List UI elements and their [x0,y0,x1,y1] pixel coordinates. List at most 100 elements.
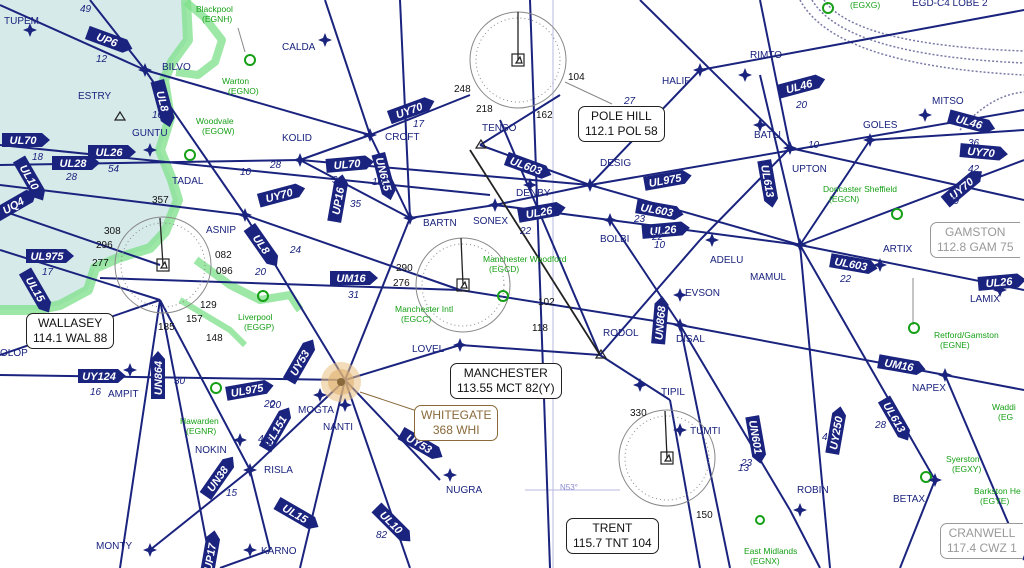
airway-ul975[interactable]: UL975 [225,379,275,401]
airway-uy70[interactable]: UY70 [256,182,307,208]
airway-un601[interactable]: UN601 [745,415,767,465]
aerodrome-name[interactable]: Syerston [946,454,980,464]
segment-distance: 20 [269,400,282,411]
waypoint-lamix[interactable]: LAMIX [970,294,1000,305]
waypoint-rodol[interactable]: RODOL [603,328,639,339]
waypoint-mitso[interactable]: MITSO [932,96,964,107]
aerodrome-name[interactable]: Waddi [992,402,1016,412]
waypoint-mamul[interactable]: MAMUL [750,272,787,283]
airway-ul8[interactable]: UL8 [150,78,177,129]
aerodrome-name[interactable]: Woodvale [196,116,234,126]
airway-ul26[interactable]: UL26 [977,273,1024,291]
airway-um16[interactable]: UM16 [330,271,378,285]
airway-ul603[interactable]: UL603 [503,151,554,182]
airway-uy124[interactable]: UY124 [78,369,126,383]
navaid-box-trent[interactable]: TRENT 115.7 TNT 104 [566,518,659,554]
airway-un868[interactable]: UN868 [651,295,669,345]
waypoint-evson[interactable]: EVSON [685,288,720,299]
aerodrome-name[interactable]: East Midlands [744,546,797,556]
airway-ul26[interactable]: UL26 [88,145,136,159]
navaid-box-cranwell[interactable]: CRANWELL 117.4 CWZ 1 [940,523,1023,559]
waypoint-sonex[interactable]: SONEX [473,216,508,227]
airway-ul46[interactable]: UL46 [776,73,827,99]
waypoint-nanti[interactable]: NANTI [323,422,353,433]
waypoint-robin[interactable]: ROBIN [797,485,829,496]
waypoint-olop[interactable]: OLOP [0,348,28,359]
navaid-box-gamston[interactable]: GAMSTON 112.8 GAM 75 [930,222,1020,258]
waypoint-ampit[interactable]: AMPIT [108,389,139,400]
airway-ul603[interactable]: UL603 [635,199,685,221]
aerodrome-name[interactable]: Barkston He [974,486,1021,496]
waypoint-calda[interactable]: CALDA [282,42,316,53]
waypoint-nugra[interactable]: NUGRA [446,485,482,496]
waypoint-risla[interactable]: RISLA [264,465,293,476]
waypoint-star-icon [928,473,942,487]
waypoint-monty[interactable]: MONTY [96,541,132,552]
airway-ul26[interactable]: UL26 [641,221,690,239]
waypoint-estry[interactable]: ESTRY [78,91,111,102]
waypoint-star-icon [918,108,932,122]
waypoint-upton[interactable]: UPTON [792,164,827,175]
aerodrome-name[interactable]: Doncaster Sheffield [823,184,897,194]
navaid-box-wallasey[interactable]: WALLASEY 114.1 WAL 88 [26,313,115,349]
aerodrome-icao: (EGOW) [202,126,235,136]
airway-uy250[interactable]: UY250 [825,405,847,455]
waypoint-denby[interactable]: DENBY [516,188,551,199]
waypoint-guntu[interactable]: GUNTU [132,128,168,139]
waypoint-adelu[interactable]: ADELU [710,255,743,266]
aerodrome-name[interactable]: Manchester Intl [395,304,453,314]
waypoint-tadal[interactable]: TADAL [172,176,204,187]
airway-un864[interactable]: UN864 [151,351,165,399]
waypoint-bilvo[interactable]: BILVO [162,62,191,73]
waypoint-lovel[interactable]: LOVEL [412,344,445,355]
waypoint-rimto[interactable]: RIMTO [750,50,782,61]
waypoint-desig[interactable]: DESIG [600,158,631,169]
aerodrome-name[interactable]: Liverpool [238,312,273,322]
waypoint-tumti[interactable]: TUMTI [690,426,721,437]
aerodrome-name[interactable]: Blackpool [196,4,233,14]
waypoint-tipil[interactable]: TIPIL [661,387,685,398]
airway-uy53[interactable]: UY53 [282,336,319,385]
waypoint-betax[interactable]: BETAX [893,494,925,505]
waypoint-batli[interactable]: BATLI [754,130,781,141]
airway-uy70[interactable]: UY70 [386,95,437,125]
airway-ul70[interactable]: UL70 [325,155,374,173]
waypoint-tenso[interactable]: TENSO [482,123,517,134]
airway-ul8[interactable]: UL8 [243,222,283,270]
navaid-box-manchester[interactable]: MANCHESTER 113.55 MCT 82(Y) [450,363,562,399]
aerodrome-name[interactable]: Warton [222,76,249,86]
aerodrome-name[interactable]: Hawarden [180,416,219,426]
airway-um16[interactable]: UM16 [877,354,927,376]
airway-up16[interactable]: UP16 [327,173,349,223]
radial-label: 148 [206,333,223,344]
airway-up17[interactable]: UP17 [199,529,221,568]
aerodrome-name[interactable]: Retford/Gamston [934,330,999,340]
waypoint-napex[interactable]: NAPEX [912,383,946,394]
waypoint-asnip[interactable]: ASNIP [206,225,236,236]
waypoint-goles[interactable]: GOLES [863,120,898,131]
navaid-box-pole-hill[interactable]: POLE HILL 112.1 POL 58 [578,106,665,142]
airway-ul975[interactable]: UL975 [643,169,693,191]
waypoint-tupem[interactable]: TUPEM [4,16,39,27]
waypoint-kolid[interactable]: KOLID [282,133,312,144]
waypoint-disal[interactable]: DISAL [676,334,705,345]
airway-ul26[interactable]: UL26 [517,201,567,223]
waypoint-bartn[interactable]: BARTN [423,218,457,229]
waypoint-mogta[interactable]: MOGTA [298,405,334,416]
aerodrome-name[interactable]: Manchester Woodford [483,254,567,264]
waypoint-bolbi[interactable]: BOLBI [600,234,629,245]
airway-ul603[interactable]: UL603 [829,253,879,275]
waypoint-artix[interactable]: ARTIX [883,244,913,255]
airway-ul613[interactable]: UL613 [757,159,779,209]
navaid-box-whitegate[interactable]: WHITEGATE 368 WHI [414,405,499,441]
airway-ul70[interactable]: UL70 [2,133,50,147]
waypoint-halif[interactable]: HALIF [662,76,690,87]
waypoint-croft[interactable]: CROFT [385,132,419,143]
waypoint-nokin[interactable]: NOKIN [195,445,227,456]
airway-ul28[interactable]: UL28 [52,156,100,170]
waypoint-karno[interactable]: KARNO [261,546,297,557]
airway-uy70[interactable]: UY70 [959,143,1008,161]
airway-ul975[interactable]: UL975 [26,249,74,263]
